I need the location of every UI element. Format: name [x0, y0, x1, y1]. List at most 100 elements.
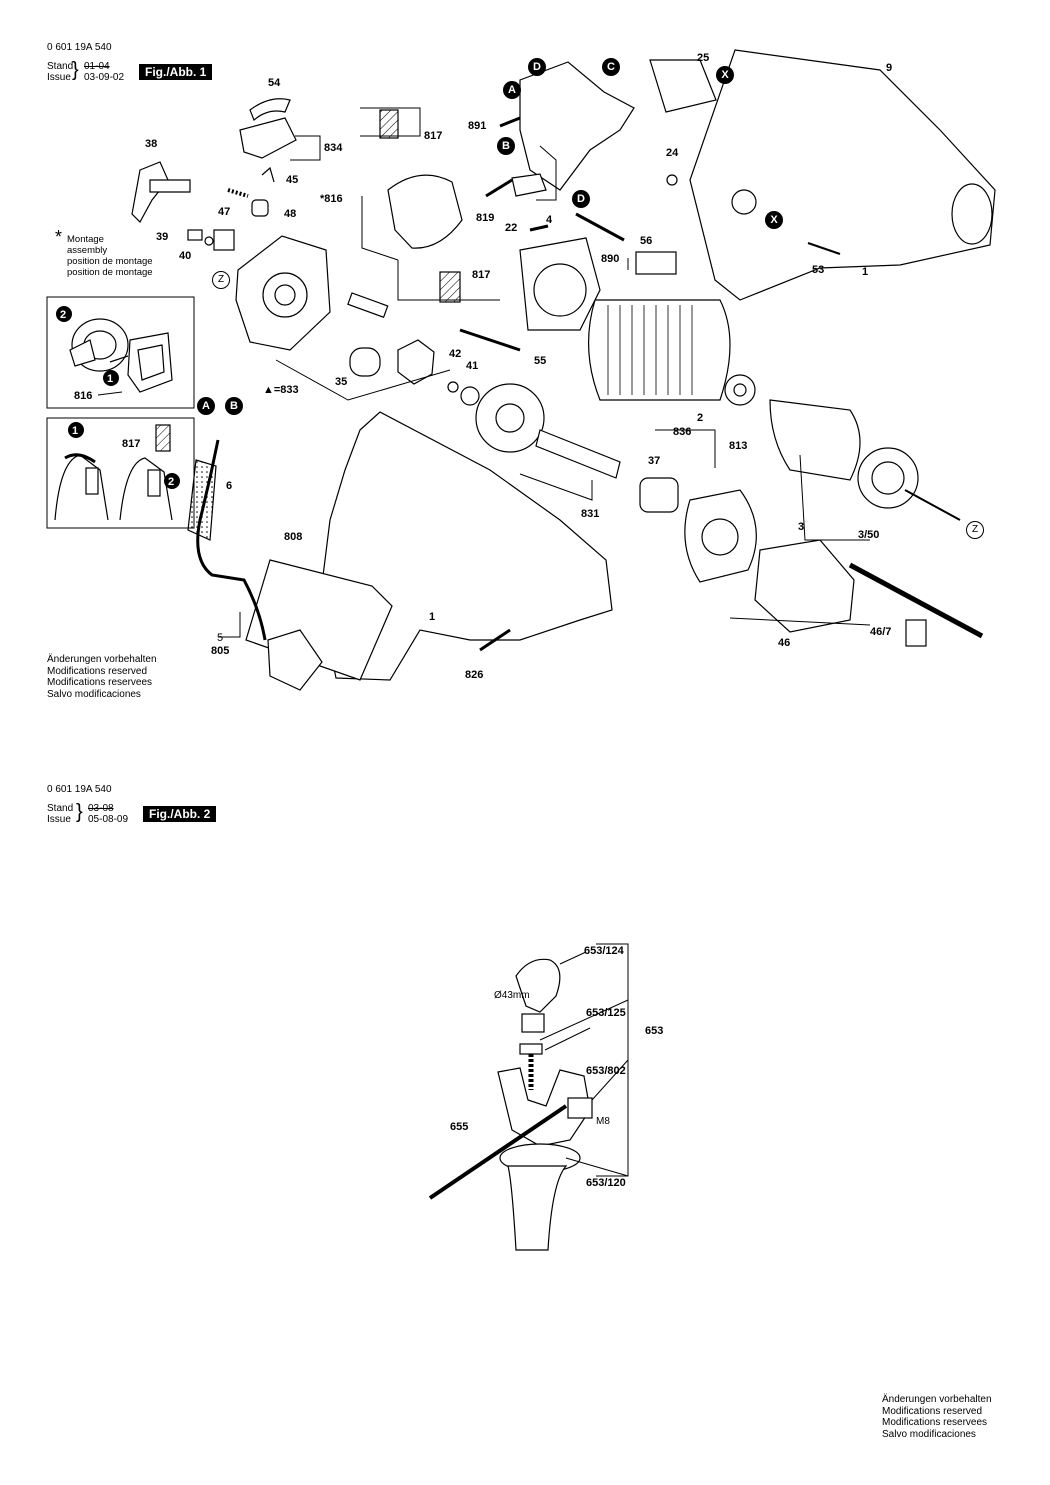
part-817-brush-lower — [439, 271, 461, 303]
spindle-pin — [347, 292, 389, 319]
callout-653-124: 653/124 — [584, 945, 625, 957]
exploded-diagram-fig1: 2 1 816 1 2 817 — [46, 49, 996, 691]
part-826-screw — [479, 628, 511, 652]
callout-54: 54 — [268, 77, 281, 89]
part-3-armature — [769, 399, 861, 481]
part-467-chuck-key — [848, 562, 984, 639]
part-816-brush-ring — [387, 174, 463, 249]
marker-z-2: Z — [966, 521, 984, 539]
header-brace: } — [72, 59, 79, 81]
callout-46: 46 — [778, 637, 791, 649]
auxiliary-handle-diagram: 653/124 653/125 653 653/802 655 653/120 … — [428, 943, 663, 1251]
part-6-sleeve — [187, 459, 217, 541]
callout-813: 813 — [729, 440, 748, 452]
part-24-screw — [666, 174, 678, 186]
callout-816: *816 — [320, 193, 343, 205]
bearing-bore — [733, 383, 747, 397]
assembly-note-line: Montage — [67, 234, 104, 245]
part-45-spring — [261, 166, 275, 183]
part-40-bracket — [213, 229, 235, 251]
part-653-124-clamp — [521, 1013, 545, 1033]
callout-56: 56 — [640, 235, 653, 247]
header-brace-fig2: } — [76, 801, 83, 823]
callout-48: 48 — [284, 208, 297, 220]
callout-35: 35 — [335, 376, 348, 388]
flange-bore-inner — [274, 284, 296, 306]
callout-38: 38 — [145, 138, 158, 150]
part-4-connector — [511, 173, 547, 197]
callout-653-120: 653/120 — [586, 1177, 626, 1189]
assembly-note-line: position de montage — [67, 256, 153, 267]
marker-a: A — [503, 81, 521, 99]
step-1-marker-b — [68, 422, 84, 438]
figure-title-fig2: Fig./Abb. 2 — [143, 806, 217, 822]
part-41-pinion — [460, 386, 480, 406]
callout-653-802: 653/802 — [586, 1065, 626, 1077]
part-805-plug — [267, 629, 323, 691]
label-817-inset: 817 — [122, 438, 140, 450]
marker-b-2: B — [225, 397, 243, 415]
marker-d: D — [528, 58, 546, 76]
part-39-clip — [187, 229, 203, 241]
callout-817-a: 817 — [424, 130, 443, 142]
part-653-802-clamp — [497, 1067, 591, 1147]
callout-655: 655 — [450, 1121, 468, 1133]
issue-value: 03-09-02 — [84, 72, 125, 83]
callout-41: 41 — [466, 360, 479, 372]
callout-37: 37 — [648, 455, 661, 467]
part-38-arm — [149, 179, 191, 193]
note-line: Änderungen vorbehalten — [882, 1394, 992, 1405]
step-1-number-b: 1 — [72, 425, 78, 437]
callout-836: 836 — [673, 426, 692, 438]
assembly-note-line: position de montage — [67, 267, 153, 278]
fig1-callouts: 54 834 45 38 47 48 39 40 817 *816 817 89… — [145, 52, 893, 681]
part-54-cap — [249, 98, 291, 122]
callout-24: 24 — [666, 147, 679, 159]
bracket-lines — [218, 107, 871, 638]
callout-653-125: 653/125 — [586, 1007, 626, 1019]
part-48-bush — [251, 199, 269, 217]
marker-c: C — [602, 58, 620, 76]
part-4-switch — [519, 61, 635, 191]
part-40-ring — [204, 236, 214, 246]
step-2-marker — [56, 306, 72, 322]
label-816-inset: 816 — [74, 390, 92, 402]
diameter-label: Ø43mm — [494, 990, 530, 1001]
marker-b: B — [497, 137, 515, 155]
note-line: Modifications reserved — [882, 1405, 983, 1417]
callout-4: 4 — [546, 214, 553, 226]
part-819-screw — [485, 178, 513, 198]
callout-55: 55 — [534, 355, 547, 367]
callout-891: 891 — [468, 120, 487, 132]
callout-834: 834 — [324, 142, 343, 154]
callout-46-7: 46/7 — [870, 626, 892, 638]
housing-boss — [731, 189, 757, 215]
stand-value-fig2: 03-08 — [88, 803, 114, 814]
step-1-number: 1 — [107, 373, 113, 385]
callout-9: 9 — [886, 62, 893, 74]
callout-1-housing: 1 — [862, 266, 869, 278]
assembly-note: * Montage assembly position de montage p… — [55, 227, 153, 278]
note-line: Salvo modificaciones — [882, 1428, 976, 1440]
inset-brush-insertion-drawing — [54, 424, 173, 521]
marker-z: Z — [212, 271, 230, 289]
part-56-wire — [575, 212, 625, 242]
issue-label: Issue — [47, 72, 71, 83]
inset-brush-holder-drawing — [69, 318, 173, 393]
figure-title: Fig./Abb. 1 — [139, 64, 213, 80]
issue-label-fig2: Issue — [47, 814, 71, 825]
note-line: Modifications reservees — [47, 677, 153, 688]
part-655-depth-rod — [428, 1104, 568, 1200]
part-653-125-head — [519, 1043, 543, 1055]
part-53-spring — [807, 242, 841, 255]
callout-triangle-833: ▲=833 — [263, 384, 299, 396]
part-1-housing-half — [689, 49, 996, 301]
part-47-spring — [227, 188, 249, 198]
housing-neck — [951, 183, 993, 245]
step-2-number-b: 2 — [168, 476, 174, 488]
clamp-knob — [567, 1097, 593, 1119]
part-42-washer — [447, 381, 459, 393]
asterisk-symbol: * — [55, 227, 63, 247]
modification-notes: Änderungen vorbehalten Modifications res… — [47, 654, 157, 700]
callout-3: 3 — [798, 521, 805, 533]
